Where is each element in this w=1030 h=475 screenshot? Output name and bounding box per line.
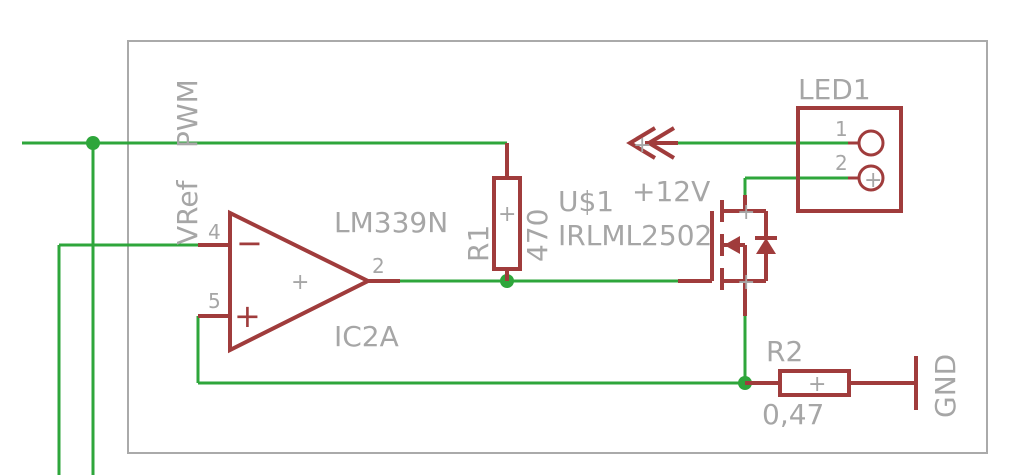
r2-body <box>778 369 851 397</box>
led1-ref-label: LED1 <box>798 73 871 106</box>
comparator-pin5-label: 5 <box>208 289 221 313</box>
r1-ref-label: R1 <box>462 225 495 262</box>
comparator-minus-sign: − <box>236 224 263 262</box>
mosfet-u1[interactable]: + + U$1 IRLML2502 <box>558 185 777 316</box>
net-label-pwm: PWM <box>171 79 204 148</box>
comparator-ref-label: IC2A <box>334 320 399 353</box>
led1-pin2-label: 2 <box>835 151 848 175</box>
ground-symbol[interactable]: GND <box>850 354 962 418</box>
resistor-r1[interactable]: + R1 470 <box>462 143 554 281</box>
mosfet-origin-plus-1: + <box>737 200 755 225</box>
net-label-vref: VRef <box>171 179 204 245</box>
mosfet-diode-triangle <box>756 238 776 254</box>
led1-body <box>796 106 903 213</box>
led1-pin1-circle <box>857 129 885 157</box>
supply-12v[interactable]: + +12V <box>626 126 710 208</box>
comparator-plus-sign: + <box>234 297 261 335</box>
comparator-ic2a[interactable]: − + + 4 5 2 LM339N IC2A <box>198 206 448 354</box>
comparator-pin2-label: 2 <box>372 254 385 278</box>
comparator-triangle <box>228 209 373 354</box>
r1-origin-plus: + <box>498 202 516 227</box>
mosfet-origin-plus-2: + <box>737 270 755 295</box>
supply-arrow-1 <box>626 126 657 160</box>
supply-12v-label: +12V <box>632 175 710 208</box>
r1-value-label: 470 <box>521 209 554 262</box>
led1-pin1-label: 1 <box>835 117 848 141</box>
comparator-origin-plus: + <box>291 270 309 295</box>
comparator-part-label: LM339N <box>334 206 448 239</box>
mosfet-part-label: IRLML2502 <box>558 219 712 252</box>
r2-origin-plus: + <box>808 372 826 397</box>
gnd-label: GND <box>929 354 962 418</box>
connector-led1[interactable]: + 1 2 LED1 <box>796 73 903 213</box>
led1-origin-plus: + <box>864 168 882 193</box>
supply-origin-plus: + <box>633 133 651 158</box>
schematic-frame <box>127 40 988 454</box>
r2-ref-label: R2 <box>766 335 803 368</box>
comparator-pin4-label: 4 <box>208 220 221 244</box>
mosfet-ref-label: U$1 <box>558 185 614 218</box>
mosfet-arrow <box>724 236 740 254</box>
r2-value-label: 0,47 <box>762 398 824 431</box>
wires <box>22 141 916 475</box>
resistor-r2[interactable]: + R2 0,47 <box>745 335 851 431</box>
junction-dot-pwm <box>86 136 100 150</box>
